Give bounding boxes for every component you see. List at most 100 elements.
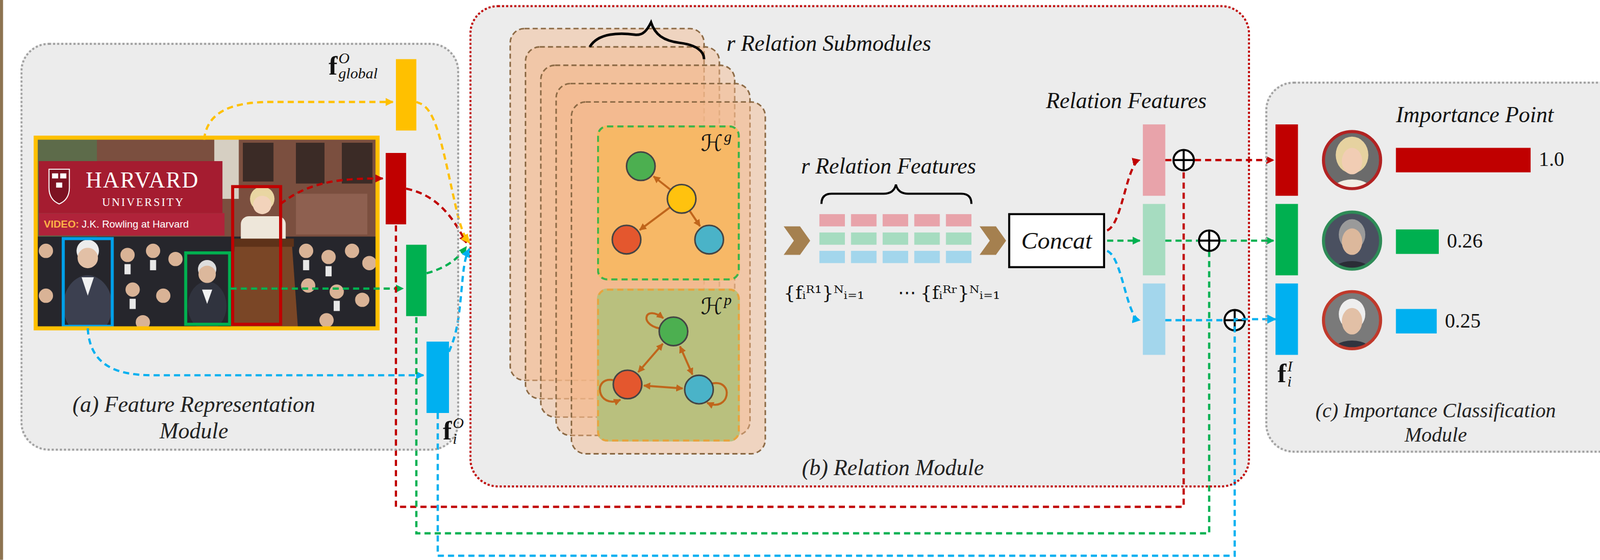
- crowd-heads-part: [120, 247, 135, 262]
- avatar-rings-part: [1323, 212, 1381, 270]
- crowd-shirts-part: [129, 299, 136, 310]
- math-symbol: f: [443, 418, 452, 445]
- math-label: ℋp: [701, 294, 732, 320]
- graph-nodes: [612, 151, 724, 405]
- superscript: I: [1287, 359, 1293, 375]
- graph-nodes-part: [612, 225, 641, 255]
- math-label: fOi: [443, 416, 465, 448]
- label-holder: Relation Features: [1046, 87, 1207, 114]
- seated-man: [63, 239, 113, 329]
- relation-feature-bars-part: [1142, 124, 1166, 196]
- concat-flow-lines-part: [1107, 239, 1140, 242]
- feature-flow-lines-part: [426, 247, 467, 274]
- sum-symbols: [1173, 149, 1245, 331]
- feature-flow-lines-part: [230, 287, 403, 290]
- feature-bars-part: [385, 153, 407, 225]
- math-symbol: f: [1277, 361, 1287, 388]
- math-scripts: Ii: [1287, 359, 1293, 390]
- avatar-part: [1341, 228, 1363, 256]
- graph-arrows-part: [653, 176, 671, 190]
- avatar-part: [1341, 308, 1363, 335]
- module-panel: (b) Relation ModuleℋgℋpConcat: [469, 4, 1251, 488]
- crowd-heads-part: [321, 249, 336, 264]
- relation-feature-cells-part: [850, 214, 877, 227]
- relation-feature-brace-part: [821, 184, 972, 204]
- photo-banner-part: [60, 173, 66, 179]
- score-bars-part: [1396, 229, 1439, 254]
- crowd-shirts-part: [149, 260, 156, 271]
- photo-frame: [35, 137, 378, 329]
- label-holder: 0.26: [1446, 229, 1483, 253]
- detection-boxes-part: [185, 253, 230, 325]
- avatar-part: [1341, 148, 1363, 175]
- seated-man: [187, 260, 227, 329]
- avatar: [1321, 210, 1383, 290]
- relation-feature-bars-part: [1142, 203, 1166, 276]
- crowd-heads-part: [125, 282, 140, 297]
- module-caption: (c) Importance Classification Module: [1287, 398, 1584, 448]
- flow-chevrons-part: [979, 226, 1007, 256]
- concat-flow-lines-part: [1165, 319, 1224, 322]
- label-holder: UNIVERSITY: [102, 195, 185, 209]
- page-edge-bar-part: [0, 0, 4, 560]
- detection-boxes: [63, 186, 281, 327]
- photo-text: UNIVERSITY: [102, 195, 185, 209]
- speaker: [230, 186, 299, 329]
- graph-arrows-part: [679, 346, 693, 375]
- label-holder: ⋯: [897, 282, 917, 304]
- feature-bars: [385, 153, 427, 317]
- concat-flow-lines-part: [1194, 159, 1274, 162]
- photo-text: VIDEO:: [43, 218, 79, 231]
- graph-grounds: [597, 125, 740, 442]
- math-scripts: p: [723, 294, 732, 309]
- label-holder: {fᵢᴿ¹}ᴺᵢ₌₁: [783, 282, 865, 304]
- superscript: O: [452, 416, 464, 432]
- avatar-rings-part: [1323, 292, 1381, 350]
- label-holder: VIDEO:: [43, 218, 79, 231]
- caption-holder: (a) Feature Representation Module: [40, 391, 347, 445]
- label-holder: {fᵢᴿʳ}ᴺᵢ₌₁: [920, 282, 1001, 304]
- graph-nodes-part: [684, 375, 714, 405]
- panel-grounds-part: [1265, 81, 1600, 454]
- graph-arrows: [599, 176, 727, 405]
- concat-flow-lines-part: [1165, 239, 1198, 242]
- seated-man-part: [81, 277, 95, 296]
- math-label: {fᵢᴿ¹}ᴺᵢ₌₁: [783, 282, 865, 304]
- submodule-stack-part: [571, 102, 765, 455]
- crowd-heads-part: [345, 243, 360, 259]
- crowd-heads-part: [156, 288, 171, 303]
- graph-arrows-part: [638, 344, 663, 373]
- graph-grounds-part: [597, 125, 740, 281]
- score-value: 1.0: [1538, 148, 1565, 172]
- photo-text: J.K. Rowling at Harvard: [81, 218, 189, 231]
- seated-man-part: [198, 265, 216, 283]
- photo-text: HARVARD: [85, 167, 200, 194]
- math-label: ⋯: [897, 282, 917, 304]
- crowd-heads-part: [362, 256, 377, 271]
- panel-grounds: [20, 4, 1600, 488]
- feature-flow-lines-part: [203, 102, 393, 141]
- avatar-rings: [1323, 131, 1381, 349]
- score-bars: [1396, 148, 1531, 334]
- detection-boxes-part: [232, 186, 281, 325]
- math-scripts: Oglobal: [338, 50, 378, 82]
- module-caption: (b) Relation Module: [714, 454, 1072, 482]
- label-holder: r Relation Submodules: [726, 30, 931, 57]
- math-symbol: ℋ: [701, 131, 724, 156]
- panel-grounds-part: [20, 42, 460, 452]
- concat-flow-lines: [1107, 160, 1274, 321]
- crowd-shirts-part: [302, 260, 309, 271]
- relation-feature-bars-part: [1142, 283, 1166, 355]
- relation-feature-cells-part: [850, 232, 877, 246]
- dashed-connector: [416, 102, 470, 243]
- module-panel: (a) Feature Representation Module f Ogloba…: [20, 42, 460, 452]
- output-bars: [1275, 124, 1299, 276]
- graph-nodes-part: [695, 225, 724, 255]
- graph-arrows-part: [643, 385, 683, 389]
- graph-box: ℋg: [597, 125, 740, 281]
- graph-grounds-part: [597, 288, 740, 442]
- subscript: i: [1287, 374, 1293, 390]
- speaker-part: [230, 242, 299, 329]
- sum-symbols-part: [1199, 230, 1220, 251]
